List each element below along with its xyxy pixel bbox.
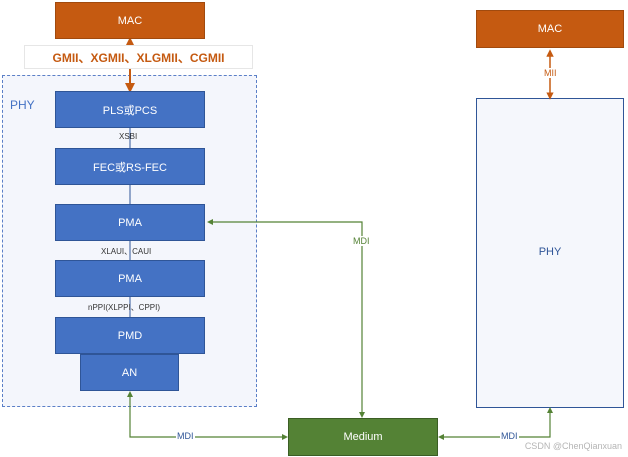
mii-label: MII [543, 68, 558, 78]
right-mac-box: MAC [476, 10, 624, 48]
left-mac-box: MAC [55, 2, 205, 39]
pls-pcs-block: PLS或PCS [55, 91, 205, 128]
mdi-label-pma: MDI [352, 236, 371, 246]
right-phy-box [476, 98, 624, 408]
pma-medium-arrow [207, 219, 365, 418]
an-block: AN [80, 354, 179, 391]
pmd-block: PMD [55, 317, 205, 354]
mdi-label-right: MDI [500, 431, 519, 441]
pma-block-upper: PMA [55, 204, 205, 241]
medium-box: Medium [288, 418, 438, 456]
an-medium-arrow [127, 391, 288, 440]
watermark: CSDN @ChenQianxuan [524, 441, 622, 451]
fec-block: FEC或RS-FEC [55, 148, 205, 185]
interface-names: GMII、XGMII、XLGMII、CGMII [24, 45, 253, 69]
xsbi-label: XSBI [119, 132, 138, 141]
right-phy-label: PHY [538, 246, 562, 258]
medium-right-phy-arrow [438, 407, 553, 440]
phy-region-label: PHY [10, 98, 35, 112]
pma-block-lower: PMA [55, 260, 205, 297]
xlaui-caui-label: XLAUI、CAUI [101, 247, 152, 256]
nppi-label: nPPI(XLPPI、CPPI) [88, 303, 161, 312]
mdi-label-an: MDI [176, 431, 195, 441]
